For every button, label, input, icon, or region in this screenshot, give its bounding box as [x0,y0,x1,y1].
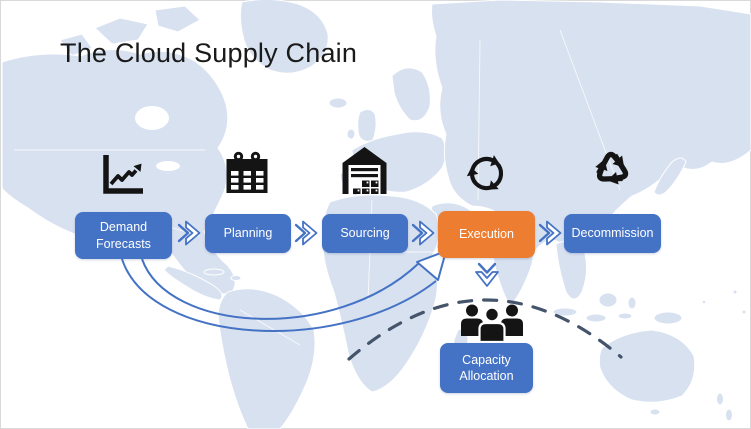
page-title: The Cloud Supply Chain [60,38,358,68]
step-label: Decommission [571,226,654,241]
calendar-icon [226,151,268,193]
step-label: Execution [459,227,514,242]
curved-feedback-arrow [121,250,447,332]
team-icon [461,304,523,344]
step-label: Planning [223,226,273,241]
recycle-icon [585,151,639,195]
sync-arrows-icon [463,155,510,197]
warehouse-icon [342,147,387,194]
curved-arrow-head [416,250,447,281]
double-chevron-right-icon [411,220,435,246]
double-chevron-right-icon [177,220,201,246]
step-planning[interactable]: Planning [205,214,291,253]
step-label: Demand Forecasts [96,220,151,251]
step-label: Capacity Allocation [459,352,514,383]
double-chevron-down-icon [475,262,499,287]
step-capacity-allocation[interactable]: Capacity Allocation [440,343,533,393]
step-decommission[interactable]: Decommission [564,214,661,253]
step-sourcing[interactable]: Sourcing [322,214,408,253]
step-execution[interactable]: Execution [438,211,535,258]
trend-chart-icon [103,155,143,194]
double-chevron-right-icon [294,220,318,246]
double-chevron-right-icon [538,220,562,246]
dashed-arc-connector [347,298,623,361]
step-label: Sourcing [340,226,390,241]
step-demand-forecasts[interactable]: Demand Forecasts [75,212,172,259]
